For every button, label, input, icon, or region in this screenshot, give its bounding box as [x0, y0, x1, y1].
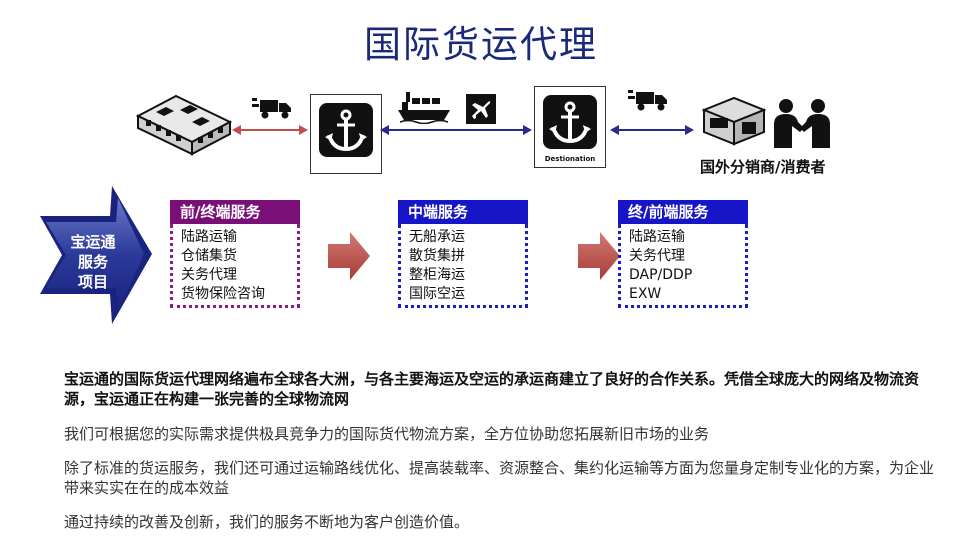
double-arrow-icon	[610, 125, 694, 135]
service-item: EXW	[629, 286, 662, 302]
project-label-line: 服务	[77, 253, 108, 271]
service-item: 无船承运	[409, 229, 465, 245]
service-box-end: 终/前端服务 陆路运输 关务代理 DAP/DDP EXW	[618, 200, 748, 308]
body-paragraph: 除了标准的货运服务，我们还可通过运输路线优化、提高装载率、资源整合、集约化运输等…	[64, 459, 935, 497]
warehouse-icon	[136, 94, 232, 156]
service-item: 仓储集货	[181, 248, 237, 264]
service-items: 陆路运输 关务代理 DAP/DDP EXW	[618, 224, 748, 308]
right-arrow-icon	[328, 232, 370, 280]
anchor-icon	[325, 109, 367, 152]
service-item: 国际空运	[409, 286, 465, 302]
service-items: 无船承运 散货集拼 整柜海运 国际空运	[398, 224, 528, 308]
service-item: 散货集拼	[409, 248, 465, 264]
service-item: 关务代理	[181, 267, 237, 283]
service-item: 陆路运输	[629, 229, 685, 245]
anchor-icon	[549, 101, 591, 144]
destination-port-anchor-box: Destionation	[534, 86, 606, 168]
double-arrow-icon	[232, 125, 308, 135]
store-icon	[702, 96, 766, 146]
consumer-label: 国外分销商/消费者	[700, 158, 826, 176]
ship-icon	[398, 92, 450, 124]
destination-label: Destionation	[544, 155, 596, 163]
service-items: 陆路运输 仓储集货 关务代理 货物保险咨询	[170, 224, 300, 308]
truck-icon	[252, 98, 291, 119]
body-paragraph: 通过持续的改善及创新，我们的服务不断地为客户创造价值。	[64, 513, 470, 531]
airplane-icon	[466, 94, 496, 124]
service-item: 货物保险咨询	[181, 286, 265, 302]
origin-port-anchor-box	[310, 94, 382, 174]
page-title: 国际货运代理	[364, 23, 598, 66]
body-paragraph: 我们可根据您的实际需求提供极具竞争力的国际货代物流方案，全方位协助您拓展新旧市场…	[64, 425, 710, 443]
double-arrow-icon	[380, 125, 532, 135]
service-item: 整柜海运	[409, 267, 465, 283]
service-item: DAP/DDP	[629, 267, 693, 283]
truck-icon	[628, 90, 667, 111]
intro-paragraph: 宝运通的国际货运代理网络遍布全球各大洲，与各主要海运及空运的承运商建立了良好的合…	[64, 370, 920, 408]
right-arrow-icon	[578, 232, 620, 280]
service-item: 陆路运输	[181, 229, 237, 245]
handshake-icon	[774, 99, 830, 148]
chevron-arrow-icon	[40, 186, 152, 324]
project-label-line: 宝运通	[70, 233, 116, 251]
project-label: 宝运通 服务 项目	[58, 232, 128, 292]
service-title: 中端服务	[398, 200, 528, 224]
service-title: 终/前端服务	[618, 200, 748, 224]
service-box-middle: 中端服务 无船承运 散货集拼 整柜海运 国际空运	[398, 200, 528, 308]
project-label-line: 项目	[77, 273, 108, 291]
service-item: 关务代理	[629, 248, 685, 264]
service-title: 前/终端服务	[170, 200, 300, 224]
service-box-front: 前/终端服务 陆路运输 仓储集货 关务代理 货物保险咨询	[170, 200, 300, 308]
